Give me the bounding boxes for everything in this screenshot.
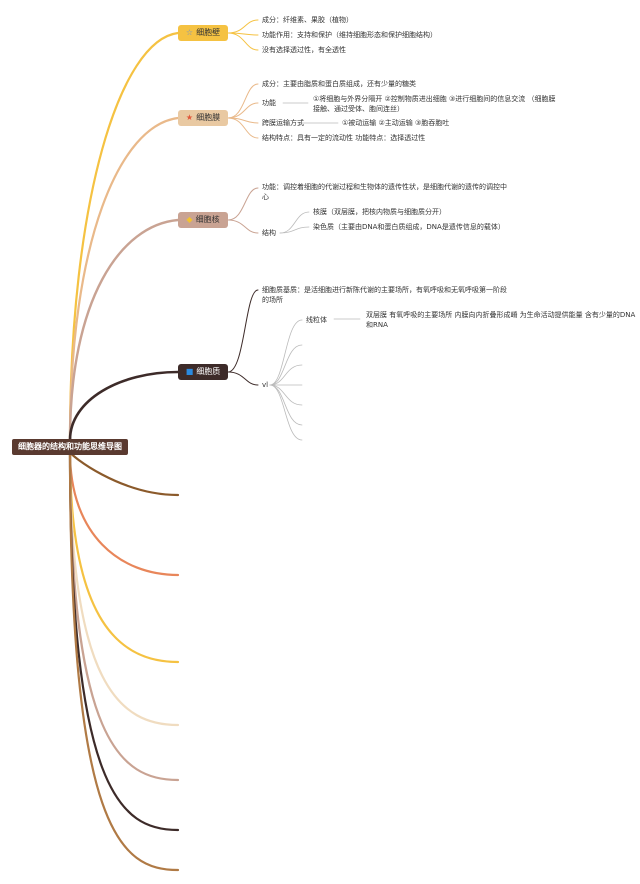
branch-cell-wall[interactable]: ☆ 细胞壁: [178, 25, 228, 41]
branch-cell-wall-label: 细胞壁: [196, 28, 221, 37]
cell-wall-item: 成分：纤维素、果胶（植物）: [262, 16, 353, 24]
branch-cytoplasm-label: 细胞质: [196, 367, 221, 376]
mitochondria-label: 线粒体: [306, 316, 327, 324]
branch-connector: [68, 450, 180, 832]
leaf-connector: [227, 117, 259, 139]
branch-connector: [68, 370, 180, 442]
branch-connector: [68, 31, 180, 442]
leaf-connector: [269, 384, 303, 426]
leaf-connector: [227, 289, 259, 373]
star-icon: ★: [185, 113, 194, 122]
branch-cell-membrane-label: 细胞膜: [196, 113, 221, 122]
leaf-connector: [227, 102, 259, 119]
root-node[interactable]: 细胞器的结构和功能思维导图: [12, 439, 128, 455]
branch-nucleus[interactable]: ◆ 细胞核: [178, 212, 228, 228]
star-outline-icon: ☆: [185, 28, 194, 37]
membrane-composition: 成分：主要由脂质和蛋白质组成，还有少量的糖类: [262, 80, 416, 88]
membrane-transport-text: ①被动运输 ②主动运输 ③胞吞胞吐: [342, 119, 450, 127]
cytoplasm-organelle-label: vl: [262, 381, 269, 389]
branch-nucleus-label: 细胞核: [195, 215, 220, 224]
leaf-connector: [269, 344, 303, 386]
branch-connector: [68, 450, 180, 497]
square-icon: ■: [185, 367, 194, 376]
branch-connector: [68, 116, 180, 442]
leaf-connector: [269, 319, 303, 386]
root-title: 细胞器的结构和功能思维导图: [18, 442, 122, 451]
membrane-transport-label: 跨膜运输方式: [262, 119, 304, 127]
nucleus-structure-item: 核膜（双层膜，把核内物质与细胞质分开）: [313, 208, 446, 216]
leaf-connector: [269, 364, 303, 386]
branch-connector: [68, 218, 180, 442]
leaf-connector: [279, 226, 310, 234]
leaf-connector: [227, 32, 259, 51]
branch-connector: [68, 450, 180, 664]
leaf-connector: [227, 371, 259, 386]
mitochondria-text: 双层膜 有氧呼吸的主要场所 内膜向内折叠形成嵴 为生命活动提供能量 含有少量的D…: [366, 311, 636, 329]
cytoplasm-matrix-text: 细胞质基质：是活细胞进行新陈代谢的主要场所，有氧呼吸和无氧呼吸第一阶段的场所: [262, 286, 507, 304]
branch-cytoplasm[interactable]: ■ 细胞质: [178, 364, 228, 380]
leaf-connector: [227, 19, 259, 34]
membrane-structure-text: 结构特点：具有一定的流动性 功能特点：选择透过性: [262, 134, 426, 142]
leaf-connector: [227, 187, 259, 221]
crystal-icon: ◆: [186, 215, 193, 224]
nucleus-function-text: 功能：调控着细胞的代谢过程和生物体的遗传性状，是细胞代谢的遗传的调控中心: [262, 183, 507, 201]
leaf-connector: [269, 384, 303, 441]
nucleus-structure-item: 染色质（主要由DNA和蛋白质组成，DNA是遗传信息的载体）: [313, 223, 505, 231]
leaf-connector: [269, 384, 303, 406]
leaf-connector: [227, 219, 259, 234]
cell-wall-item: 没有选择透过性，有全透性: [262, 46, 346, 54]
membrane-function-text: ①将细胞与外界分隔开 ②控制物质进出细胞 ③进行细胞间的信息交流 （细胞膜接触、…: [313, 95, 556, 113]
cell-wall-item: 功能作用：支持和保护（维持细胞形态和保护细胞结构）: [262, 31, 437, 39]
branch-cell-membrane[interactable]: ★ 细胞膜: [178, 110, 228, 126]
branch-connector: [68, 450, 180, 872]
leaf-connector: [227, 83, 259, 119]
branch-connector: [68, 450, 180, 577]
membrane-function-label: 功能: [262, 99, 276, 107]
leaf-connector: [279, 211, 310, 234]
nucleus-structure-label: 结构: [262, 229, 276, 237]
